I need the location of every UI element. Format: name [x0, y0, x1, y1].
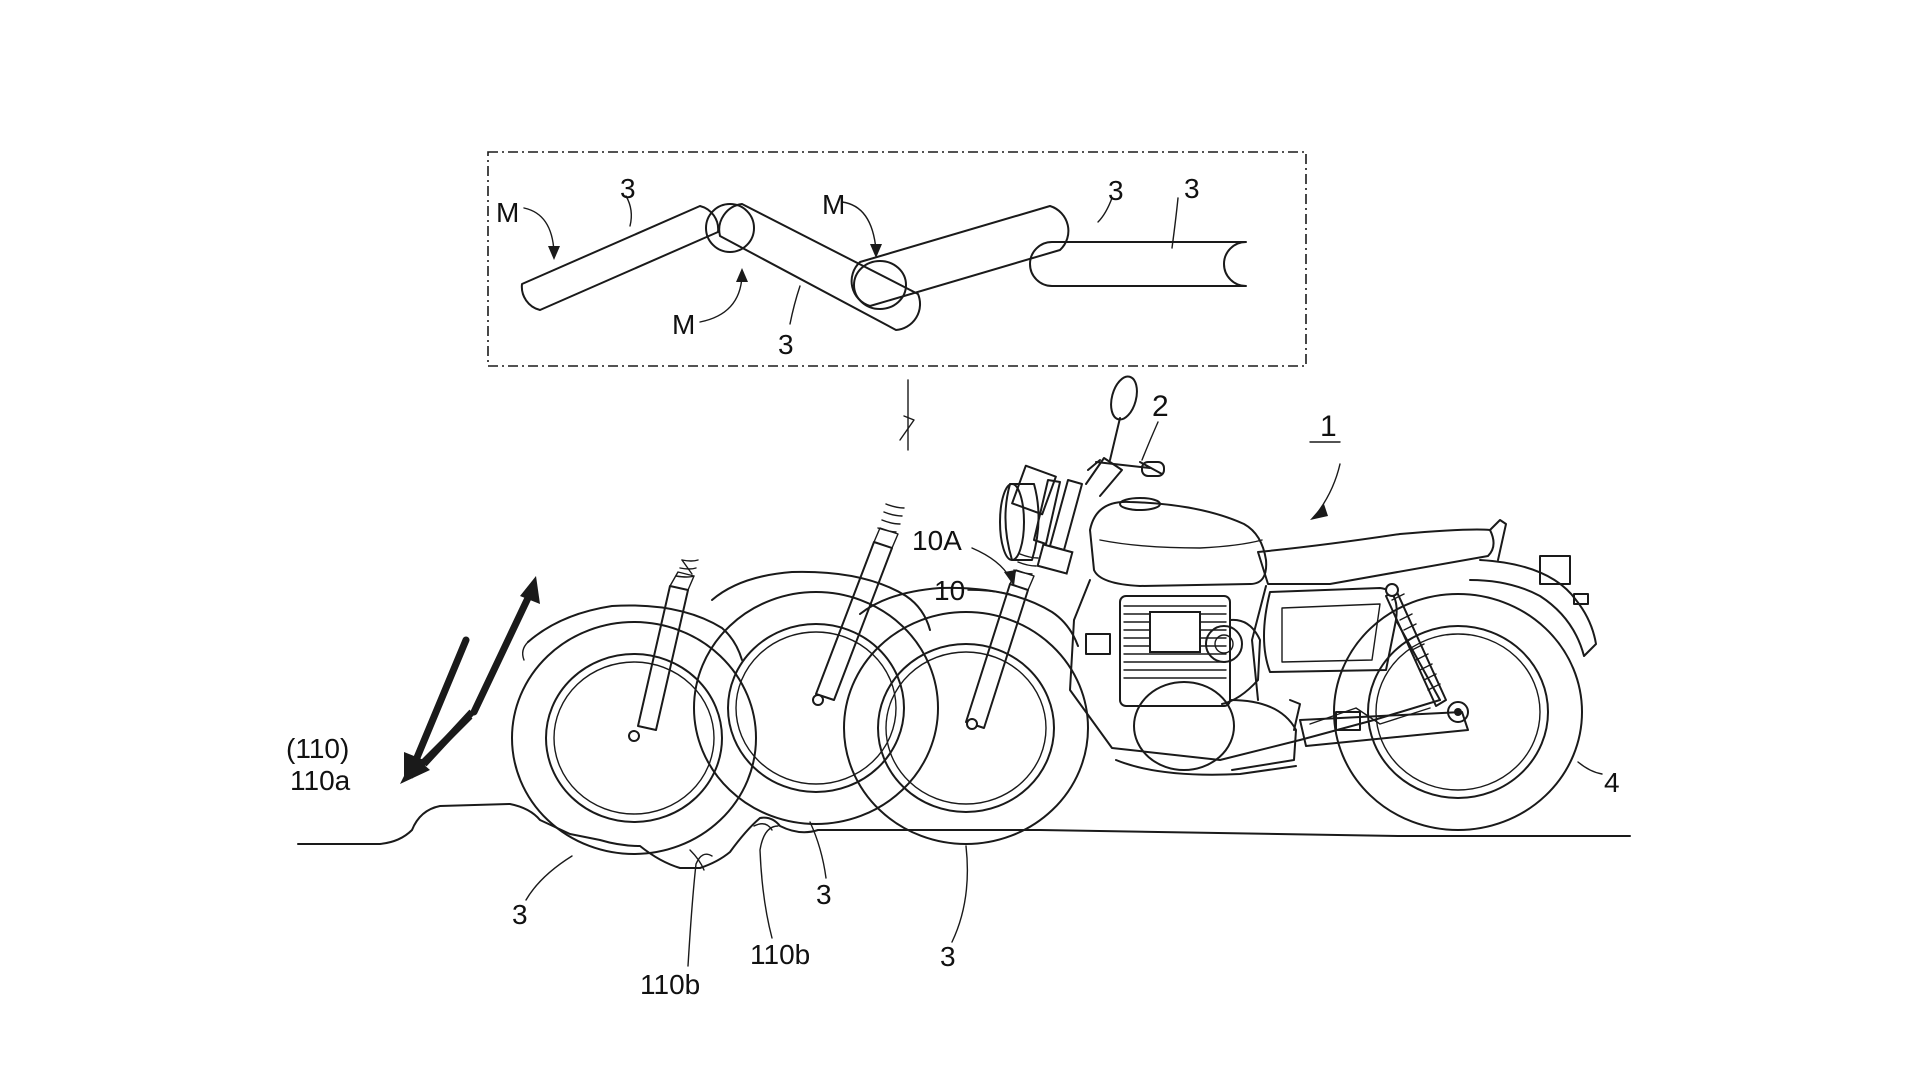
front-fork [966, 584, 1028, 728]
ref-label-4: 4 [1604, 767, 1620, 798]
label-M: M [822, 189, 845, 220]
front-wheel-position-1 [512, 560, 756, 854]
trajectory-capsule-3 [852, 206, 1069, 306]
front-fork [816, 542, 892, 700]
arrow-head [520, 576, 540, 604]
arrow-head [1310, 504, 1328, 520]
ref-label-110a: 110a [290, 765, 351, 796]
label-3: 3 [778, 329, 794, 360]
motion-arrow-2 [842, 202, 876, 250]
carburetor [1086, 634, 1110, 654]
direction-arrows [404, 576, 540, 778]
ref-label-10A: 10A [912, 525, 962, 556]
front-wheel-position-2 [694, 504, 938, 824]
motion-arrow-1 [524, 208, 554, 252]
trajectory-inset: M 3 M 3 3 M 3 [488, 152, 1306, 366]
label-3: 3 [1184, 173, 1200, 204]
fork-clamp [1038, 544, 1073, 573]
mirror [1107, 374, 1142, 423]
leader-line [1172, 198, 1178, 248]
ref-label-110: (110) [286, 733, 349, 764]
label-M: M [672, 309, 695, 340]
fork-spring [878, 504, 904, 532]
exhaust [1116, 760, 1296, 775]
leader-line [790, 286, 800, 324]
headlight [1005, 484, 1038, 560]
reference-labels: 1 2 10A 10 4 (110) 110a 3 3 3 110b 110b [286, 390, 1620, 1000]
motion-arrow-3 [700, 276, 742, 322]
label-M: M [496, 197, 519, 228]
trajectory-capsule-2 [719, 204, 920, 330]
front-wheel-position-3 [844, 554, 1088, 844]
engine [1086, 596, 1300, 770]
label-3: 3 [620, 173, 636, 204]
inset-connector [900, 380, 914, 450]
ref-label-10: 10 [934, 575, 965, 606]
arrow-head [736, 268, 748, 282]
ground-surface [298, 804, 1630, 868]
seat [1258, 530, 1494, 585]
ref-label-3-mid: 3 [816, 879, 832, 910]
ref-label-110b-left: 110b [640, 969, 700, 1000]
trajectory-capsule-1 [522, 206, 718, 310]
ref-label-3-left: 3 [512, 899, 528, 930]
arrow-head [548, 246, 560, 260]
ref-label-2: 2 [1152, 390, 1169, 423]
ref-label-110b-right: 110b [750, 939, 810, 970]
trajectory-joint-2 [854, 261, 906, 309]
rear-wheel [1334, 594, 1582, 830]
ref-label-3-right: 3 [940, 941, 956, 972]
rear-fender [1470, 560, 1596, 656]
motorcycle-body [1000, 374, 1596, 830]
label-3: 3 [1108, 175, 1124, 206]
upper-fork [1050, 480, 1082, 550]
trajectory-joint-1 [706, 204, 754, 252]
ref-label-1: 1 [1320, 410, 1337, 443]
